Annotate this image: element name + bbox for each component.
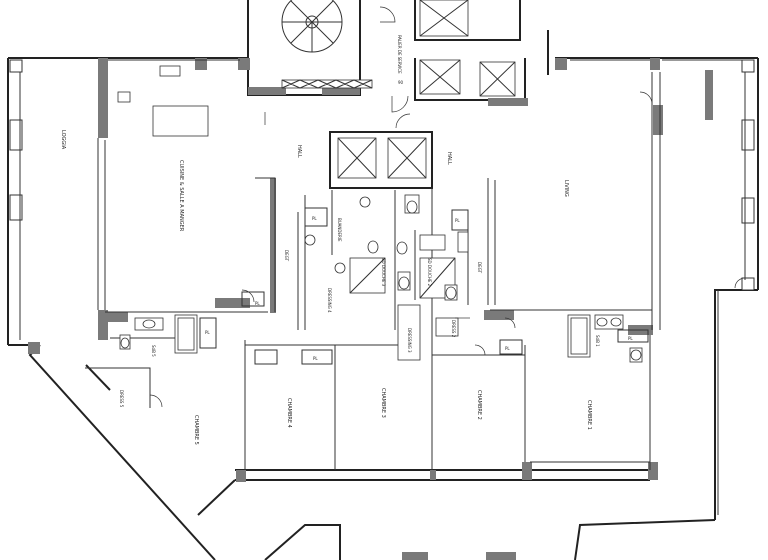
pl-label: PL [313,356,318,361]
label-palier: PALIER DE SERVICE [397,35,402,74]
pl-label: PL [628,336,633,341]
label-sd-douche-2: SD DOUCHE 2 [427,258,432,287]
label-cuisine: CUISINE & SALLE A MANGER [178,160,184,232]
door-swings [149,6,746,408]
label-degt-right: DEGT [477,262,482,274]
label-dressing-3: DRESSING 3 [407,328,412,353]
label-degt-left: DEGT [284,250,289,262]
spiral-staircase [281,0,343,53]
pl-label: PL [312,216,317,221]
label-sdb-1: SdB 1 [595,335,600,347]
label-loggia: LOGGIA [60,130,66,150]
pl-label: PL [455,218,460,223]
closet-labels: PL PL PL PL PL PL PL [205,216,633,361]
label-dressing-4: DRESSING 4 [327,288,332,313]
label-buanderie: BUANDERIE [337,218,342,242]
pl-label: PL [505,346,510,351]
wall-fills [28,58,713,482]
label-dress-5: DRESS 5 [119,390,124,408]
fixtures [117,65,643,363]
label-hall-right: HALL [446,152,452,165]
label-hall-left: HALL [296,145,302,158]
label-chambre-5: CHAMBRE 5 [193,415,199,445]
pl-label: PL [205,330,210,335]
elevator-shafts [281,0,516,189]
label-chambre-3: CHAMBRE 3 [380,388,386,418]
label-sdb-5: SdB 5 [151,345,156,357]
label-living: LIVING [563,180,569,197]
windows [9,59,755,515]
pl-label: PL [255,301,260,306]
label-chambre-4: CHAMBRE 4 [286,398,292,428]
label-chambre-1: CHAMBRE 1 [586,400,592,430]
room-labels: PALIER DE SERVICE LOGGIA CUISINE & SALLE… [60,35,600,445]
label-sd-douche-3: SD DOUCHE 3 [381,258,386,287]
label-chambre-2: CHAMBRE 2 [476,390,482,420]
label-dress-2: DRESS 2 [451,320,456,338]
closets [199,207,649,365]
dimension-label: 90 [398,80,404,85]
